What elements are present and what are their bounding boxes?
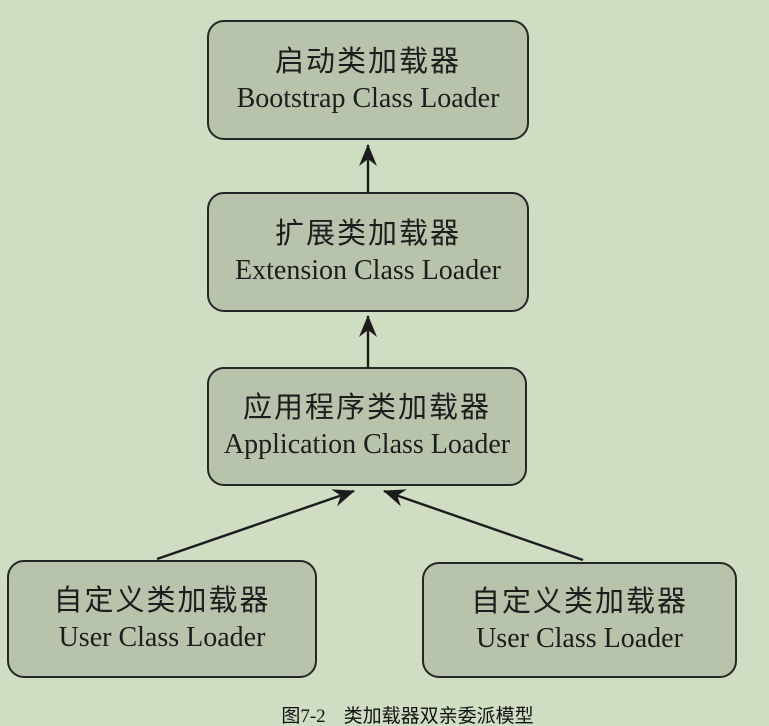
node-label-zh: 自定义类加载器 xyxy=(53,584,271,617)
node-bootstrap-class-loader: 启动类加载器 Bootstrap Class Loader xyxy=(207,20,529,140)
node-label-zh: 扩展类加载器 xyxy=(274,217,461,250)
node-label-en: User Class Loader xyxy=(58,621,266,653)
node-application-class-loader: 应用程序类加载器 Application Class Loader xyxy=(207,367,527,486)
node-label-en: Application Class Loader xyxy=(223,429,511,461)
node-extension-class-loader: 扩展类加载器 Extension Class Loader xyxy=(207,192,529,312)
node-label-en: User Class Loader xyxy=(476,622,683,654)
figure-title: 类加载器双亲委派模型 xyxy=(343,706,534,726)
node-label-zh: 自定义类加载器 xyxy=(470,585,688,618)
figure-caption: 图7-2 类加载器双亲委派模型 xyxy=(23,701,769,726)
node-label-en: Extension Class Loader xyxy=(235,254,501,286)
node-user-class-loader-left: 自定义类加载器 User Class Loader xyxy=(7,560,317,678)
arrow-user-right-to-application xyxy=(383,489,584,562)
node-label-zh: 启动类加载器 xyxy=(274,45,461,78)
node-label-zh: 应用程序类加载器 xyxy=(242,392,491,425)
arrow-user-left-to-application xyxy=(156,489,355,561)
figure-number: 图7-2 xyxy=(281,706,326,726)
node-user-class-loader-right: 自定义类加载器 User Class Loader xyxy=(422,562,737,678)
node-label-en: Bootstrap Class Loader xyxy=(236,82,500,114)
